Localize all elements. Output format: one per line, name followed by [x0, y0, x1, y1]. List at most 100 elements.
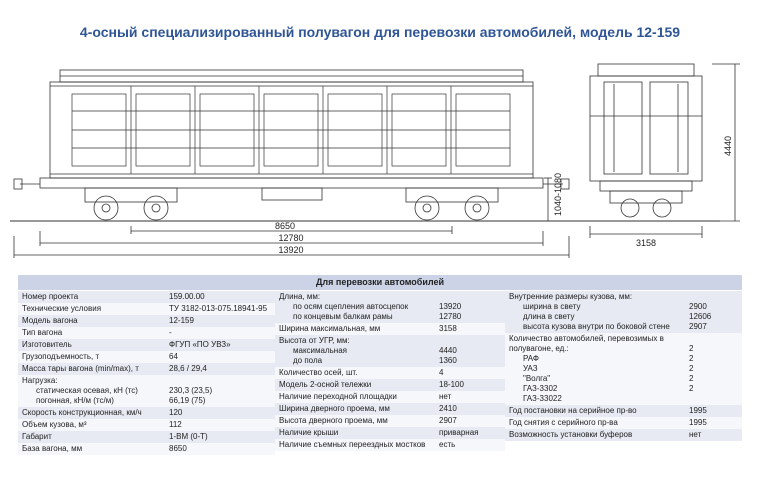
- spec-value-line: 12-159: [169, 316, 194, 325]
- spec-label: Модель 2-осной тележки: [275, 379, 435, 391]
- spec-label-line: Габарит: [22, 432, 52, 441]
- spec-value-line: 2907: [689, 322, 707, 331]
- spec-label: Технические условия: [18, 303, 165, 315]
- spec-label-line: ГАЗ-33022: [523, 394, 562, 403]
- spec-value-line: 2: [689, 344, 694, 353]
- spec-label-line: Внутренние размеры кузова, мм:: [509, 292, 633, 301]
- spec-label-line: Высота от УГР, мм:: [279, 336, 350, 345]
- specs-column-3: Внутренние размеры кузова, мм:ширина в с…: [505, 291, 742, 455]
- spec-value: 2907: [435, 415, 505, 427]
- spec-value-line: [689, 292, 738, 302]
- dim-13920: 13920: [278, 245, 303, 255]
- spec-value: 64: [165, 351, 275, 363]
- spec-value: 1995: [685, 417, 742, 429]
- spec-value-line: ФГУП «ПО УВЗ»: [169, 340, 231, 349]
- spec-label-line: Наличие крыши: [279, 428, 339, 437]
- spec-value-line: 4: [439, 368, 444, 377]
- spec-label-line: Номер проекта: [22, 292, 79, 301]
- spec-value: приварная: [435, 427, 505, 439]
- table-row: Технические условия ТУ 3182-013-075.18941…: [18, 303, 275, 315]
- end-roof: [597, 63, 695, 77]
- spec-label-line: высота кузова внутри по боковой стене: [523, 322, 670, 331]
- spec-value-line: 159.00.00: [169, 292, 205, 301]
- spec-value-line: 18-100: [439, 380, 464, 389]
- spec-label: Внутренние размеры кузова, мм:ширина в с…: [505, 291, 685, 333]
- spec-label: Год снятия с серийного пр-ва: [505, 417, 685, 429]
- spec-label: Тип вагона: [18, 327, 165, 339]
- spec-value: 2410: [435, 403, 505, 415]
- spec-value-line: 2410: [439, 404, 457, 413]
- spec-label: Возможность установки буферов: [505, 429, 685, 441]
- table-row: Количество осей, шт. 4: [275, 367, 505, 379]
- dim-8650: 8650: [275, 221, 295, 231]
- spec-value: 112: [165, 419, 275, 431]
- spec-value: ТУ 3182-013-075.18941-95: [165, 303, 275, 315]
- spec-label: Грузоподъемность, т: [18, 351, 165, 363]
- table-row: Грузоподъемность, т 64: [18, 351, 275, 363]
- spec-label: Номер проекта: [18, 291, 165, 303]
- table-row: Нагрузка:статическая осевая, кН (тс)пого…: [18, 375, 275, 407]
- spec-label-line: Технические условия: [22, 304, 102, 313]
- spec-value-line: 1360: [439, 356, 457, 365]
- table-row: Тип вагона -: [18, 327, 275, 339]
- spec-label: Количество автомобилей, перевозимых в по…: [505, 333, 685, 405]
- spec-value-line: [439, 292, 501, 302]
- spec-label-line: Тип вагона: [22, 328, 63, 337]
- spec-value: 4: [435, 367, 505, 379]
- table-row: Изготовитель ФГУП «ПО УВЗ»: [18, 339, 275, 351]
- spec-label: Габарит: [18, 431, 165, 443]
- spec-value: 120: [165, 407, 275, 419]
- spec-label-line: Количество автомобилей, перевозимых в по…: [509, 334, 664, 353]
- spec-value-line: 230,3 (23,5): [169, 386, 213, 395]
- wagon-frame: [39, 177, 544, 189]
- spec-value: 28,6 / 29,4: [165, 363, 275, 375]
- dim-4440: 4440: [723, 136, 733, 156]
- spec-value-line: 66,19 (75): [169, 396, 206, 405]
- end-body: [589, 75, 703, 182]
- spec-label-line: Модель вагона: [22, 316, 78, 325]
- table-row: Номер проекта 159.00.00: [18, 291, 275, 303]
- spec-value-line: 2: [689, 364, 694, 373]
- spec-label: Масса тары вагона (min/max), т: [18, 363, 165, 375]
- spec-label-line: Модель 2-осной тележки: [279, 380, 372, 389]
- spec-label-line: РАФ: [523, 354, 539, 363]
- spec-label-line: ширина в свету: [523, 302, 581, 311]
- spec-label: Количество осей, шт.: [275, 367, 435, 379]
- spec-value: 12-159: [165, 315, 275, 327]
- bogie-right: [405, 187, 499, 221]
- spec-value-line: [439, 336, 501, 346]
- spec-value-line: [689, 334, 738, 344]
- spec-label-line: по осям сцепления автосцепок: [293, 302, 409, 311]
- spec-label-line: Грузоподъемность, т: [22, 352, 100, 361]
- spec-value-line: 1995: [689, 418, 707, 427]
- spec-value-line: 1995: [689, 406, 707, 415]
- spec-value-line: 64: [169, 352, 178, 361]
- bogie-left: [84, 187, 178, 221]
- spec-value-line: 4440: [439, 346, 457, 355]
- spec-value: -: [165, 327, 275, 339]
- spec-label-line: ГАЗ-3302: [523, 384, 558, 393]
- specs-heading: Для перевозки автомобилей: [18, 275, 742, 291]
- spec-label: Ширина дверного проема, мм: [275, 403, 435, 415]
- spec-label-line: Год снятия с серийного пр-ва: [509, 418, 618, 427]
- spec-value: ФГУП «ПО УВЗ»: [165, 339, 275, 351]
- spec-label-line: Изготовитель: [22, 340, 72, 349]
- table-row: Наличие крыши приварная: [275, 427, 505, 439]
- spec-value-line: 12780: [439, 312, 462, 321]
- dim-1040-1080: 1040-1080: [553, 173, 563, 216]
- spec-label-line: Длина, мм:: [279, 292, 321, 301]
- spec-label: Ширина максимальная, мм: [275, 323, 435, 335]
- spec-label-line: Наличие переходной площадки: [279, 392, 397, 401]
